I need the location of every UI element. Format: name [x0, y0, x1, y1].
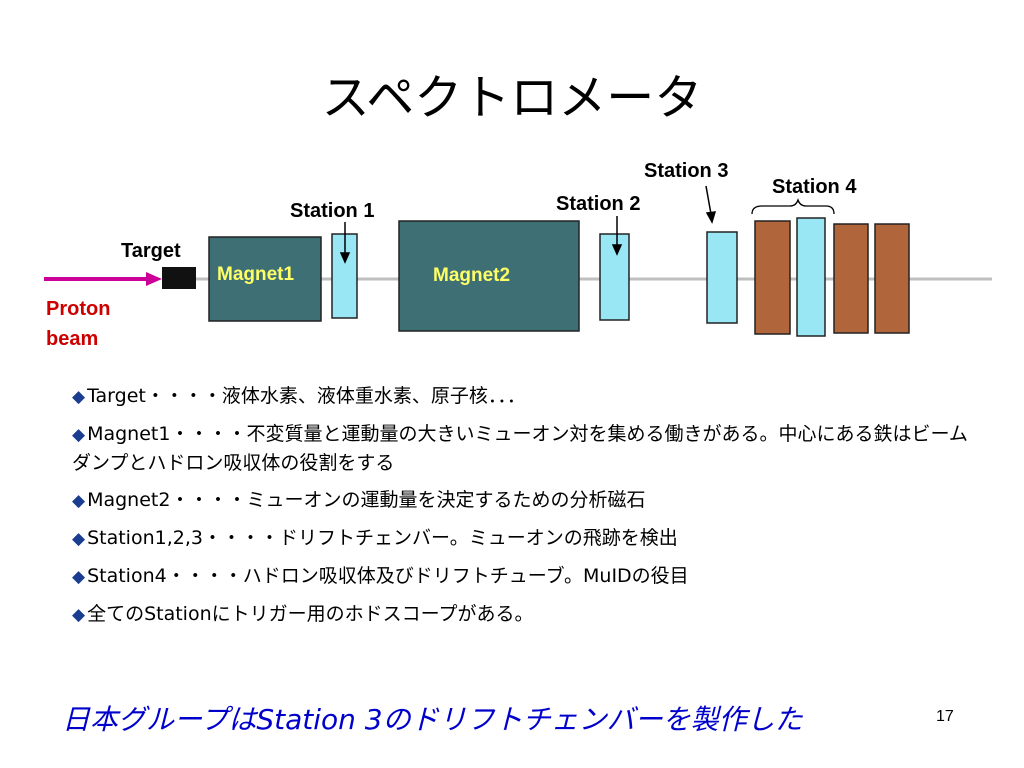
bullet-list: ◆Target・・・・液体水素、液体重水素、原子核．．． ◆Magnet1・・・…	[72, 382, 972, 638]
magnet2-label: Magnet2	[433, 265, 511, 286]
bullet-item: ◆Station1,2,3・・・・ドリフトチェンバー。ミューオンの飛跡を検出	[72, 524, 972, 553]
station2-label: Station 2	[556, 193, 641, 215]
proton-label-line1: Proton	[46, 298, 111, 320]
proton-label-line2: beam	[46, 328, 99, 350]
station1-box	[331, 233, 358, 319]
station2-box	[599, 233, 630, 321]
bullet-text: 全てのStationにトリガー用のホドスコープがある。	[87, 603, 534, 625]
station4-label: Station 4	[772, 176, 857, 198]
spectrometer-diagram	[44, 185, 992, 337]
station4-absorber-2	[833, 223, 869, 334]
bullet-item: ◆Station4・・・・ハドロン吸収体及びドリフトチューブ。MuIDの役目	[72, 562, 972, 591]
station2-pointer	[611, 216, 623, 256]
bullet-text: Magnet1・・・・不変質量と運動量の大きいミューオン対を集める働きがある。中…	[72, 423, 968, 474]
diamond-icon: ◆	[72, 529, 86, 549]
magnet1-label: Magnet1	[217, 264, 295, 285]
station4-tube	[796, 217, 826, 337]
bullet-item: ◆Magnet2・・・・ミューオンの運動量を決定するための分析磁石	[72, 486, 972, 515]
station4-absorber-1	[754, 220, 791, 335]
station4-brace	[751, 197, 835, 215]
bullet-text: Magnet2・・・・ミューオンの運動量を決定するための分析磁石	[87, 489, 646, 511]
diamond-icon: ◆	[72, 567, 86, 587]
magnet2-box	[398, 220, 580, 332]
station1-pointer	[339, 222, 351, 264]
station3-label: Station 3	[644, 160, 729, 182]
station1-label: Station 1	[290, 200, 375, 222]
slide-title: スペクトロメータ	[321, 70, 703, 126]
station4-absorber-3	[874, 223, 910, 334]
bullet-text: Station4・・・・ハドロン吸収体及びドリフトチューブ。MuIDの役目	[87, 565, 689, 587]
page-number: 17	[936, 708, 954, 725]
station3-pointer	[705, 185, 717, 224]
station3-box	[706, 231, 738, 324]
bullet-item: ◆Magnet1・・・・不変質量と運動量の大きいミューオン対を集める働きがある。…	[72, 420, 972, 477]
bullet-item: ◆Target・・・・液体水素、液体重水素、原子核．．．	[72, 382, 972, 411]
target-block	[162, 267, 196, 289]
diamond-icon: ◆	[72, 605, 86, 625]
magnet1-box	[208, 236, 322, 322]
bullet-text: Target・・・・液体水素、液体重水素、原子核．．．	[87, 385, 526, 407]
footer-note: 日本グループはStation 3のドリフトチェンバーを製作した	[62, 703, 803, 736]
target-label: Target	[121, 240, 181, 262]
proton-beam-arrowhead	[146, 272, 162, 286]
bullet-item: ◆全てのStationにトリガー用のホドスコープがある。	[72, 600, 972, 629]
bullet-text: Station1,2,3・・・・ドリフトチェンバー。ミューオンの飛跡を検出	[87, 527, 678, 549]
diamond-icon: ◆	[72, 491, 86, 511]
diamond-icon: ◆	[72, 387, 86, 407]
diamond-icon: ◆	[72, 425, 86, 445]
